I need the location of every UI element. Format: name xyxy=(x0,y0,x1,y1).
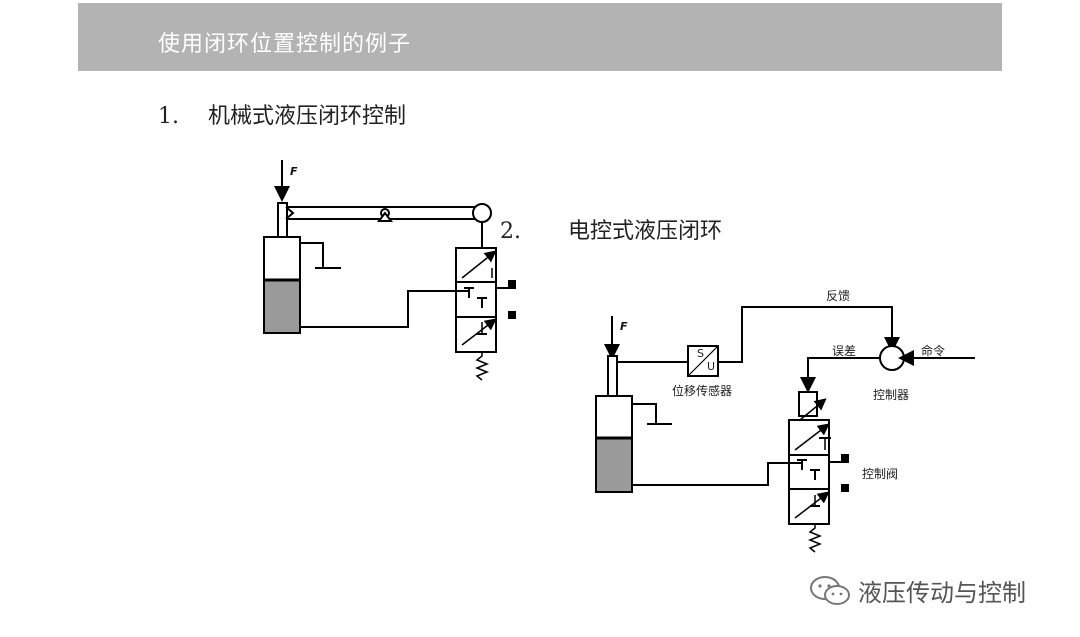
diagram-2-electric xyxy=(595,306,975,553)
control-valve xyxy=(788,419,830,525)
error-label: 误差 xyxy=(832,344,857,358)
cylinder-fluid-2 xyxy=(596,438,632,492)
section-2-heading: 2. 电控式液压闭环 xyxy=(500,213,722,245)
valve-body xyxy=(455,247,497,353)
watermark-text: 液压传动与控制 xyxy=(858,579,1026,607)
lever-roller xyxy=(472,203,492,223)
header-bar: 使用闭环位置控制的例子 xyxy=(78,3,1002,71)
valve-spring-2 xyxy=(807,524,823,553)
lever-pivot-left xyxy=(285,206,295,220)
solenoid xyxy=(798,391,818,417)
section-1-title: 机械式液压闭环控制 xyxy=(208,104,407,129)
feedback-label: 反馈 xyxy=(826,289,851,303)
sensor-label: 位移传感器 xyxy=(672,384,733,398)
diagram-1-mechanical xyxy=(263,160,516,381)
command-label: 命令 xyxy=(921,344,946,358)
force-label-1: F xyxy=(290,165,298,178)
page-title: 使用闭环位置控制的例子 xyxy=(158,32,412,57)
section-1-heading: 1. 机械式液压闭环控制 xyxy=(158,98,406,130)
controller-label: 控制器 xyxy=(873,388,910,402)
pipe-1 xyxy=(300,290,469,328)
sensor-symbol-u: U xyxy=(707,360,716,373)
error-line xyxy=(800,357,880,393)
tank-line xyxy=(300,242,324,268)
section-2-title: 电控式液压闭环 xyxy=(568,219,723,244)
watermark: 液压传动与控制 xyxy=(808,573,1026,608)
pipe-2 xyxy=(632,462,802,486)
controller-symbol xyxy=(879,345,905,371)
section-2-number: 2. xyxy=(500,219,521,244)
force-label-2: F xyxy=(620,320,628,333)
cylinder-outline xyxy=(263,236,301,334)
feedback-line xyxy=(718,306,900,363)
piston-rod-2 xyxy=(607,355,618,397)
section-1-number: 1. xyxy=(158,104,179,129)
lever-support xyxy=(377,211,393,222)
piston-rod xyxy=(277,202,288,238)
sensor-symbol-s: S xyxy=(697,347,704,360)
valve-label: 控制阀 xyxy=(862,467,899,481)
wechat-icon xyxy=(810,575,850,605)
cylinder-fluid xyxy=(264,280,300,333)
valve-spring xyxy=(474,352,490,381)
